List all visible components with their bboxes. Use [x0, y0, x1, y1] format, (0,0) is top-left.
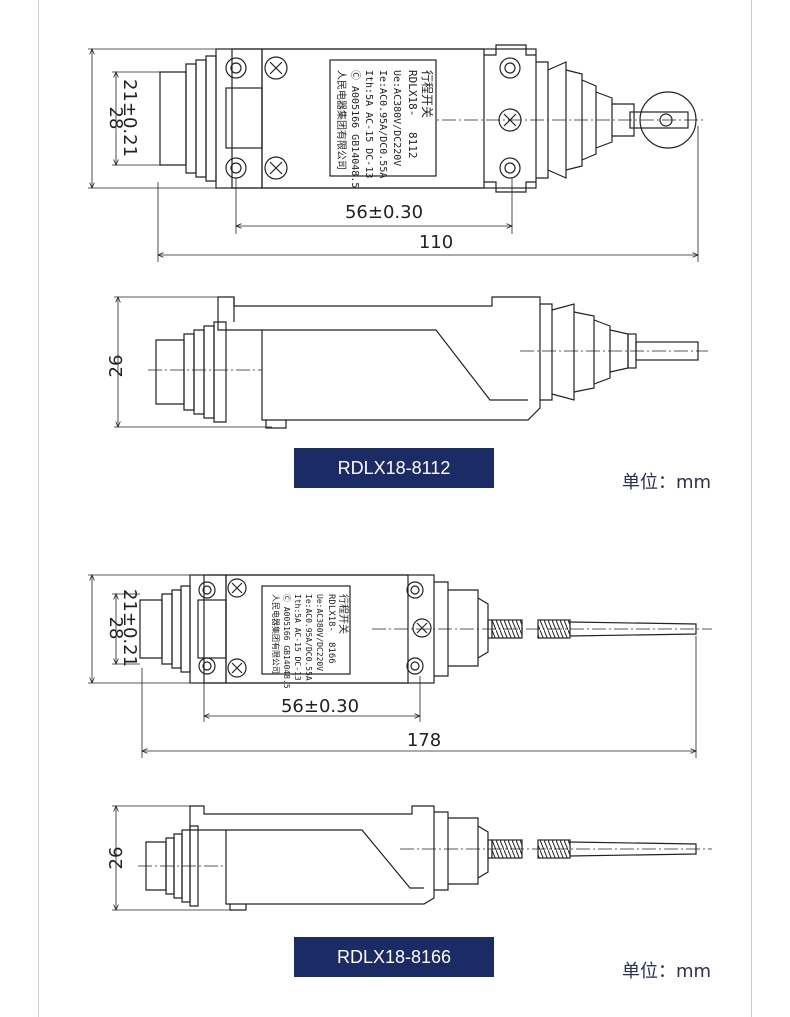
dim-total-label: 110 [419, 232, 453, 253]
dim-mount-label: 56±0.30 [345, 202, 423, 223]
nameplate-model-prefix: RDLX18- [406, 70, 419, 116]
nameplate-maker: 人民电器集团有限公司 [271, 594, 281, 674]
unit-label: 单位：mm [622, 472, 712, 493]
drawing2-top-view [88, 575, 712, 758]
nameplate-model-prefix: RDLX18- [326, 594, 336, 632]
right-frame-line [751, 0, 752, 1017]
dim-total-label: 178 [407, 730, 441, 751]
nameplate-ith: Ith:5A AC-15 DC-13 [293, 594, 302, 681]
drawing1-side-view [114, 297, 708, 429]
nameplate-standard: Ⓒ A005166 GB14048.5 [282, 594, 291, 689]
drawing1-nameplate: 行程开关 RDLX18- 8112 Ue:AC380V/DC220V Ie:AC… [329, 59, 437, 188]
dim-side-height-label: 26 [106, 847, 127, 870]
drawing2-side-view [112, 806, 712, 910]
nameplate-model-code: 8166 [326, 642, 336, 664]
left-frame-line [38, 0, 39, 1017]
drawing2-nameplate: 行程开关 RDLX18- 8166 Ue:AC380V/DC220V Ie:AC… [261, 585, 351, 689]
dim-height-label: 28 [105, 617, 126, 640]
unit-label: 单位：mm [622, 961, 712, 982]
model-label-banner: RDLX18-8112 [294, 448, 494, 488]
nameplate-model-code: 8112 [406, 132, 419, 159]
dim-side-height-label: 26 [106, 355, 127, 378]
nameplate-ie: Ie:AC0.95A/DC0.55A [304, 594, 313, 681]
nameplate-ue: Ue:AC380V/DC220V [391, 70, 402, 166]
nameplate-ie: Ie:AC0.95A/DC0.55A [377, 70, 388, 178]
dim-mount-label: 56±0.30 [281, 696, 359, 717]
nameplate-title: 行程开关 [420, 70, 435, 118]
nameplate-title: 行程开关 [337, 594, 350, 634]
dim-height-label: 28 [105, 107, 126, 130]
nameplate-ith: Ith:5A AC-15 DC-13 [363, 70, 374, 178]
dim-inner-label: 21±0.21 [119, 79, 140, 157]
model-label-banner: RDLX18-8166 [294, 937, 494, 977]
nameplate-ue: Ue:AC380V/DC220V [315, 594, 324, 671]
nameplate-maker: 人民电器集团有限公司 [335, 70, 348, 170]
drawing1-top-view [88, 44, 706, 262]
dim-inner-label: 21±0.21 [119, 589, 140, 667]
nameplate-standard: Ⓒ A005166 GB14048.5 [349, 70, 361, 188]
